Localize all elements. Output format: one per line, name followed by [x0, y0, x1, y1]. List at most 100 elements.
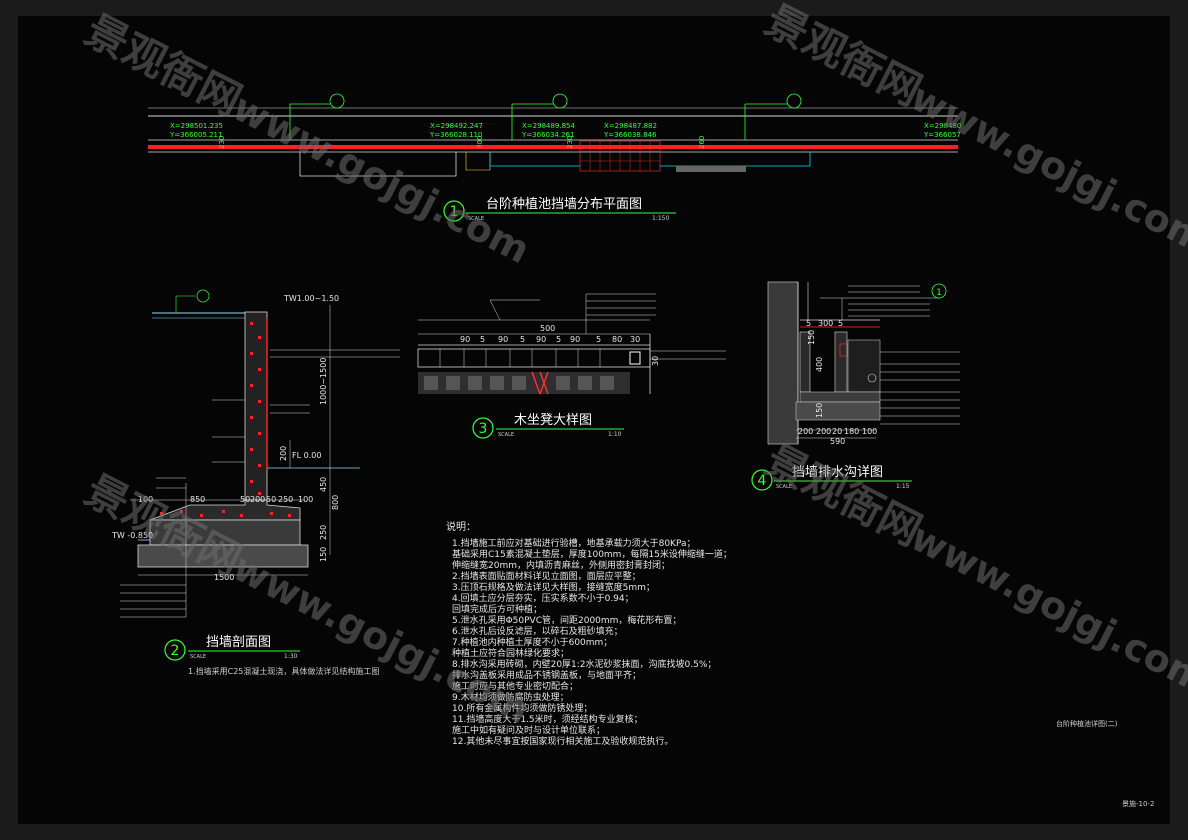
section2-top-elev: TW1.00~1.50 [283, 294, 339, 303]
section2-dim-200: 200 [279, 446, 288, 461]
section4-dim-bottom-5: 100 [862, 427, 877, 436]
section4-dim-bottom-1: 200 [798, 427, 813, 436]
coord-y-2: Y=366028.110 [429, 131, 482, 139]
notes-heading: 说明： [446, 520, 476, 533]
drawing-caption: 台阶种植池详图(二) [1056, 719, 1118, 728]
section4-dim-top-2: 300 [818, 319, 833, 328]
coord-x-1: X=298501.235 [170, 122, 223, 130]
section2-dim-800: 800 [331, 495, 340, 510]
section4-title-block: 4 挡墙排水沟详图 SCALE 1:15 [751, 465, 912, 491]
note-line: 施工中如有疑问及时与设计单位联系； [452, 724, 605, 736]
coord-y-1: Y=366005.211 [169, 131, 222, 139]
section2-dim-50: 50 [240, 495, 250, 504]
note-line: 10.所有金属构件均须做防锈处理； [452, 702, 592, 714]
note-line: 7.种植池内种植土厚度不小于600mm； [452, 636, 612, 648]
note-line: 3.压顶石规格及做法详见大样图，接缝宽度5mm； [452, 581, 655, 593]
note-line: 基础采用C15素混凝土垫层，厚度100mm，每隔15米设伸缩缝一道； [452, 548, 732, 560]
section2-dim-850: 850 [190, 495, 205, 504]
section3-number: 3 [479, 421, 488, 437]
plan-scale-label: SCALE [468, 216, 484, 222]
note-line: 2.挡墙表面贴面材料详见立面图，面层应平整； [452, 570, 641, 582]
section2-title-block: 2 挡墙剖面图 SCALE 1:30 1.挡墙采用C25混凝土现浇，具体做法详见… [164, 635, 379, 676]
section3-title: 木坐凳大样图 [514, 412, 592, 428]
plan-dim-3: 230 [566, 136, 574, 149]
section3-scale: 1:10 [608, 431, 622, 438]
section2-number-circle [164, 639, 186, 661]
section2-dim-50b: 50 [266, 495, 276, 504]
note-line: 5.泄水孔采用Φ50PVC管，间距2000mm，梅花形布置； [452, 614, 681, 626]
section4-dim-v-3: 150 [815, 403, 824, 418]
coord-x-3: X=298489.854 [522, 122, 576, 130]
section2-dim-450: 450 [319, 477, 328, 492]
coord-x-2: X=298492.247 [430, 122, 483, 130]
section3-dim-3: 90 [498, 335, 508, 344]
section4-scale-label: SCALE [776, 484, 792, 490]
section2-tw: TW -0.850 [111, 531, 153, 540]
section2-title: 挡墙剖面图 [206, 635, 271, 650]
plan-dim-4: 260 [698, 136, 706, 149]
section2-scale-label: SCALE [190, 654, 206, 660]
section3-dim-1: 90 [460, 335, 470, 344]
section2-dim-200b: 200 [250, 495, 265, 504]
section2-dim-1000: 1000~1500 [319, 358, 328, 405]
section3-title-block: 3 木坐凳大样图 SCALE 1:10 [472, 412, 624, 439]
section2-number: 2 [171, 643, 180, 659]
section3-dim-5: 90 [536, 335, 546, 344]
section4-dim-v-1: 150 [807, 330, 816, 345]
section2-dim-150: 150 [319, 547, 328, 562]
section4-dim-total: 590 [830, 437, 845, 446]
coord-y-4: Y=366038.846 [603, 131, 657, 139]
section4-dim-bottom-4: 180 [844, 427, 859, 436]
section2-dim-250b: 250 [278, 495, 293, 504]
note-line: 12.其他未尽事宜按国家现行相关施工及验收规范执行。 [452, 735, 673, 747]
section3-dim-7: 90 [570, 335, 580, 344]
coord-y-3: Y=366034.261 [521, 131, 574, 139]
section2-dim-100b: 100 [298, 495, 313, 504]
section3-dim-8: 5 [596, 335, 601, 344]
section4-dim-v-2: 400 [815, 357, 824, 372]
sheet-number: 景施-10-2 [1122, 799, 1154, 808]
section3-drawing: 500 90 5 90 5 90 5 90 5 80 30 30 [417, 293, 726, 395]
note-line: 8.排水沟采用砖砌，内壁20厚1:2水泥砂浆抹面，沟底找坡0.5%； [452, 658, 716, 670]
plan-dim-2: 300 [476, 136, 484, 149]
note-line: 伸缩缝宽20mm，内填沥青麻丝，外侧用密封膏封闭； [452, 559, 670, 571]
section3-dim-500: 500 [540, 324, 555, 333]
coord-x-4: X=298487.882 [604, 122, 657, 130]
section4-number: 4 [758, 473, 767, 489]
note-line: 11.挡墙高度大于1.5米时，须经结构专业复核； [452, 713, 643, 725]
plan-title-block: 1 台阶种植池挡墙分布平面图 SCALE 1:150 [443, 197, 676, 222]
section3-dim-6: 5 [556, 335, 561, 344]
section4-number-circle [751, 469, 773, 491]
section2-scale: 1:30 [284, 653, 298, 660]
plan-number: 1 [450, 204, 459, 220]
note-line: 回填完成后方可种植； [452, 603, 542, 615]
note-line: 施工时应与其他专业密切配合； [452, 680, 578, 692]
section2-dim-1500: 1500 [214, 573, 234, 582]
section2-note: 1.挡墙采用C25混凝土现浇，具体做法详见结构施工图 [188, 666, 379, 676]
section3-number-circle [472, 417, 494, 439]
plan-title: 台阶种植池挡墙分布平面图 [486, 197, 642, 212]
plan-number-circle [443, 200, 465, 222]
note-line: 9.木材均须做防腐防虫处理； [452, 691, 569, 703]
section2-dim-100a: 100 [138, 495, 153, 504]
section3-side-dim: 30 [651, 356, 660, 366]
plan-view: X=298501.235 Y=366005.211 X=298492.247 Y… [148, 93, 961, 177]
section2-dim-250: 250 [319, 525, 328, 540]
note-line: 4.回填土应分层夯实，压实系数不小于0.94； [452, 592, 634, 604]
section3-scale-label: SCALE [498, 432, 514, 438]
section4-dim-top-3: 5 [838, 319, 843, 328]
note-line: 1.挡墙施工前应对基础进行验槽，地基承载力须大于80KPa； [452, 537, 695, 549]
section4-dim-bottom-3: 20 [832, 427, 842, 436]
coord-x-5: X=298480 [924, 122, 961, 130]
section3-dim-10: 30 [630, 335, 640, 344]
plan-dim-1: 230 [218, 136, 226, 149]
note-line: 排水沟盖板采用成品不锈钢盖板，与地面平齐； [452, 669, 641, 681]
note-line: 种植土应符合园林绿化要求； [452, 647, 569, 659]
section4-dim-top-1: 5 [806, 319, 811, 328]
section2-drawing: TW1.00~1.50 FL 0.00 TW -0.850 1000~1500 … [111, 289, 400, 618]
general-notes: 说明： 1.挡墙施工前应对基础进行验槽，地基承载力须大于80KPa； 基础采用C… [446, 520, 732, 747]
section4-callout-number: 1 [936, 288, 942, 298]
section3-dim-4: 5 [520, 335, 525, 344]
section3-dim-2: 5 [480, 335, 485, 344]
